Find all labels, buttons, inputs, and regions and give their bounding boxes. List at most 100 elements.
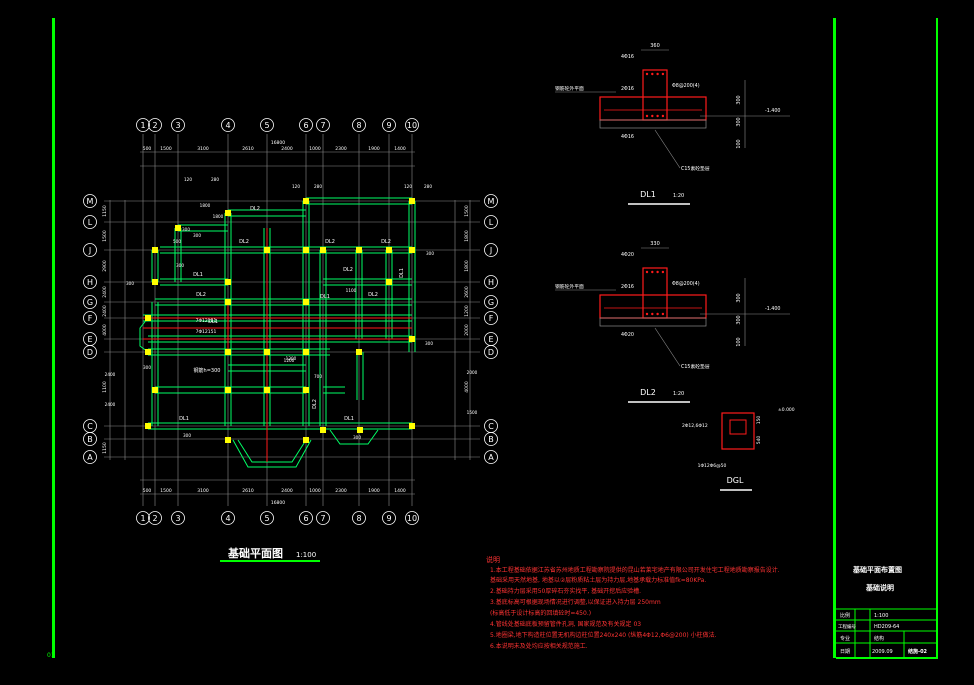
beam-label: DL1	[193, 272, 203, 278]
top-dim: 1000	[309, 146, 321, 152]
tb-k1: 工程编号	[838, 623, 856, 630]
sec-top-rebar: 4Φ16	[621, 54, 634, 60]
axis-bubble-side	[83, 450, 97, 464]
axis-label: H	[87, 278, 93, 287]
axis-bubble-top	[316, 511, 330, 525]
axis-label: E	[488, 335, 493, 344]
axis-bubble-side	[83, 243, 97, 257]
sec-scale: 1:20	[673, 193, 684, 199]
sheet-mark: 01	[47, 652, 55, 659]
top-dim: 2300	[335, 146, 347, 152]
axis-label: 7	[320, 121, 325, 130]
sec-title: DL1	[640, 190, 656, 199]
axis-bubble-side	[83, 432, 97, 446]
top-dim: 3100	[197, 146, 209, 152]
beam-label: DL2	[196, 292, 206, 298]
axis-label: 4	[225, 121, 230, 130]
column	[357, 427, 363, 433]
column	[264, 247, 270, 253]
dgl-rebar-b: 1Φ12Φ6@50	[698, 463, 727, 469]
beam-label: DL2	[343, 267, 353, 273]
small-note: 1200	[286, 356, 297, 361]
left-dim: 2400	[102, 286, 108, 298]
beam-label: DL1	[399, 268, 405, 278]
sec-rebar-dot	[645, 114, 649, 118]
column	[303, 437, 309, 443]
dimension-lines: 5005001500150031003100261026102400240010…	[102, 140, 471, 506]
sec-rebar-dot	[651, 270, 654, 274]
small-note: 700	[314, 374, 322, 379]
sec-elev: -1.400	[765, 108, 780, 114]
axis-bubble-side	[484, 275, 498, 289]
small-note: 1800	[200, 203, 211, 208]
axis-label: 2	[152, 121, 157, 130]
axis-label: 4	[225, 514, 230, 523]
sec-rebar-dot	[651, 114, 654, 118]
axis-label: A	[87, 453, 93, 462]
sec-height: 300	[736, 117, 742, 126]
axis-bubble-top	[260, 118, 274, 132]
axis-label: 10	[407, 121, 417, 130]
bottom-dim: 500	[143, 488, 152, 494]
right-dim: 1500	[464, 205, 470, 217]
left-dim: 4000	[102, 324, 108, 336]
axis-label: 9	[386, 121, 391, 130]
sec-elev: -1.400	[765, 306, 780, 312]
small-note: 2400	[105, 372, 116, 377]
column	[320, 247, 326, 253]
left-dim: 1100	[102, 381, 108, 393]
axis-label: G	[488, 298, 494, 307]
column	[225, 387, 231, 393]
sec-mid-rebar: 2Φ16	[621, 284, 634, 290]
axis-label: 3	[175, 121, 180, 130]
axis-bubble-top	[382, 118, 396, 132]
axis-label: 9	[386, 514, 391, 523]
sec-rebar-dot	[661, 270, 665, 274]
sec-annot-left: 钢筋砼外平面	[555, 283, 584, 290]
column	[152, 279, 158, 285]
axis-label: M	[488, 197, 495, 206]
bottom-dim: 2610	[242, 488, 254, 494]
left-dim: 1150	[102, 442, 108, 454]
small-note: 500	[173, 239, 181, 244]
small-note: 280	[314, 184, 322, 189]
small-note: 300	[183, 433, 191, 438]
tb-k3: 日期	[840, 649, 850, 655]
column	[152, 387, 158, 393]
axis-label: 5	[264, 514, 269, 523]
axis-label: J	[88, 246, 91, 255]
axis-label: 3	[175, 514, 180, 523]
axis-bubble-side	[83, 275, 97, 289]
small-note: 120	[292, 184, 300, 189]
tb-v0: 1:100	[874, 613, 888, 619]
column	[303, 198, 309, 204]
beam-label: DL2	[325, 239, 335, 245]
long-beam-text: 7Φ12151	[196, 318, 217, 324]
slab-text: 钢筋h=300	[194, 367, 221, 374]
bottom-dim: 1000	[309, 488, 321, 494]
beam-label: DL2	[239, 239, 249, 245]
bottom-dim: 3100	[197, 488, 209, 494]
axis-label: D	[87, 348, 93, 357]
axis-bubble-side	[83, 215, 97, 229]
sec-top-rebar: 4Φ20	[621, 252, 634, 258]
title-block-title2: 基础说明	[865, 583, 894, 592]
right-dim: 1800	[464, 260, 470, 272]
axis-label: 1	[140, 514, 145, 523]
axis-bubble-top	[382, 511, 396, 525]
bottom-dim: 2400	[281, 488, 293, 494]
beam-label: DL2	[368, 292, 378, 298]
axis-bubble-top	[221, 511, 235, 525]
sec-scale: 1:20	[673, 391, 684, 397]
small-note: 2000	[467, 370, 478, 375]
bay-window	[232, 439, 312, 468]
title-block: 基础平面布置图 基础说明 比例 1:100 工程编号 HD209-64 专业 结…	[836, 565, 936, 658]
small-note: 300	[182, 227, 190, 232]
sec-stirrup: Φ8@200(4)	[672, 83, 700, 89]
note-line-3: 2.基础持力层采用50厚碎石夯实找平, 基础开挖后应验槽.	[490, 587, 641, 595]
axis-bubble-side	[484, 432, 498, 446]
